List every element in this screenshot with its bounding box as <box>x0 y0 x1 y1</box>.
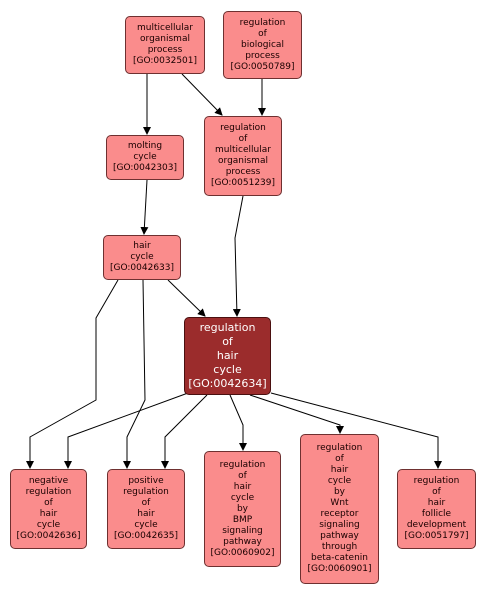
node-label-line: molting <box>127 141 163 151</box>
node-label-line: cycle <box>130 252 154 262</box>
node-label-line: of <box>238 134 248 144</box>
node-label-line: cycle <box>133 152 157 162</box>
node-label-line: process <box>147 45 183 55</box>
node-label-line: organismal <box>140 34 190 44</box>
edge-haircycle-to-posreg <box>123 279 146 469</box>
node-label-line: positive <box>128 476 164 486</box>
node-label-line: regulation <box>220 123 266 133</box>
node-label-line: through <box>321 542 358 552</box>
node-label-line: regulation <box>219 459 266 470</box>
edge-reghaircycle-to-wnt <box>249 394 344 434</box>
node-label-line: [GO:0042634] <box>188 377 267 390</box>
node-label-line: beta-catenin <box>311 553 368 563</box>
node-label-line: cycle <box>36 520 61 530</box>
node-label-line: signaling <box>319 520 360 530</box>
node-label-line: [GO:0050789] <box>230 61 295 72</box>
node-label-line: cycle <box>230 492 255 503</box>
node-label-line: by <box>236 503 249 514</box>
node-label-line: regulation <box>123 487 169 497</box>
node-label-line: hair <box>133 241 151 251</box>
node-label-line: development <box>406 520 467 530</box>
node-label-line: receptor <box>320 509 359 519</box>
node-label-line: BMP <box>232 514 253 525</box>
node-label-line: of <box>432 487 441 497</box>
node-label-line: [GO:0042633] <box>109 263 175 273</box>
node-label-line: hair <box>39 509 58 519</box>
edge-reghaircycle-to-follicle <box>270 392 442 469</box>
node-label-line: regulation <box>25 487 72 497</box>
node-label-line: Wnt <box>330 498 349 508</box>
node-label-line: cycle <box>213 363 242 376</box>
node-label-line: pathway <box>320 531 359 541</box>
node-label-line: hair <box>330 465 349 475</box>
node-label-line: cycle <box>327 476 352 486</box>
node-label-line: [GO:0051239] <box>210 178 276 188</box>
node-label-line: process <box>225 167 261 177</box>
node-label-line: [GO:0042636] <box>16 531 81 541</box>
node-label-line: [GO:0032501] <box>132 56 198 66</box>
edge-haircycle-to-reghaircycle <box>167 279 206 317</box>
node-label-line: negative <box>28 476 69 486</box>
node-label-line: by <box>333 487 346 497</box>
node-label-line: [GO:0060902] <box>210 547 275 558</box>
node-label-line: of <box>44 498 53 508</box>
edge-molting-to-haircycle <box>140 179 149 235</box>
node-label-line: of <box>335 454 344 464</box>
node-label-line: multicellular <box>137 23 193 33</box>
edge-reghaircycle-to-posreg <box>161 394 208 469</box>
node-label-line: hair <box>137 509 155 519</box>
node-label-line: [GO:0060901] <box>307 564 372 574</box>
node-label-line: hair <box>427 498 446 508</box>
node-label-line: biological <box>241 39 284 50</box>
node-label-line: of <box>141 498 151 508</box>
node-label-line: of <box>258 28 267 39</box>
node-label-line: organismal <box>218 156 268 166</box>
edge-regmulti-to-reghaircycle <box>232 195 244 317</box>
node-label-line: signaling <box>222 525 263 536</box>
node-label-line: [GO:0051797] <box>404 531 469 541</box>
node-label-line: cycle <box>134 520 158 530</box>
node-label-line: follicle <box>421 509 452 519</box>
edge-haircycle-to-negreg <box>26 279 119 469</box>
node-label-line: [GO:0042303] <box>112 163 178 173</box>
node-label-line: regulation <box>239 17 286 28</box>
node-label-line: of <box>222 335 233 348</box>
node-label-line: regulation <box>199 321 256 334</box>
node-label-line: of <box>238 470 247 481</box>
node-label-line: hair <box>233 481 252 492</box>
node-label-line: [GO:0042635] <box>113 531 179 541</box>
node-label-line: process <box>245 50 280 61</box>
node-label-line: regulation <box>316 443 363 453</box>
node-label-line: multicellular <box>215 145 271 155</box>
edge-reghaircycle-to-bmp <box>229 394 247 451</box>
edge-multicellular-to-regmulti <box>181 73 223 116</box>
edge-reghaircycle-to-negreg <box>64 392 189 469</box>
node-label-line: regulation <box>413 476 460 486</box>
node-label-line: hair <box>216 349 239 362</box>
node-label-line: pathway <box>223 536 262 547</box>
